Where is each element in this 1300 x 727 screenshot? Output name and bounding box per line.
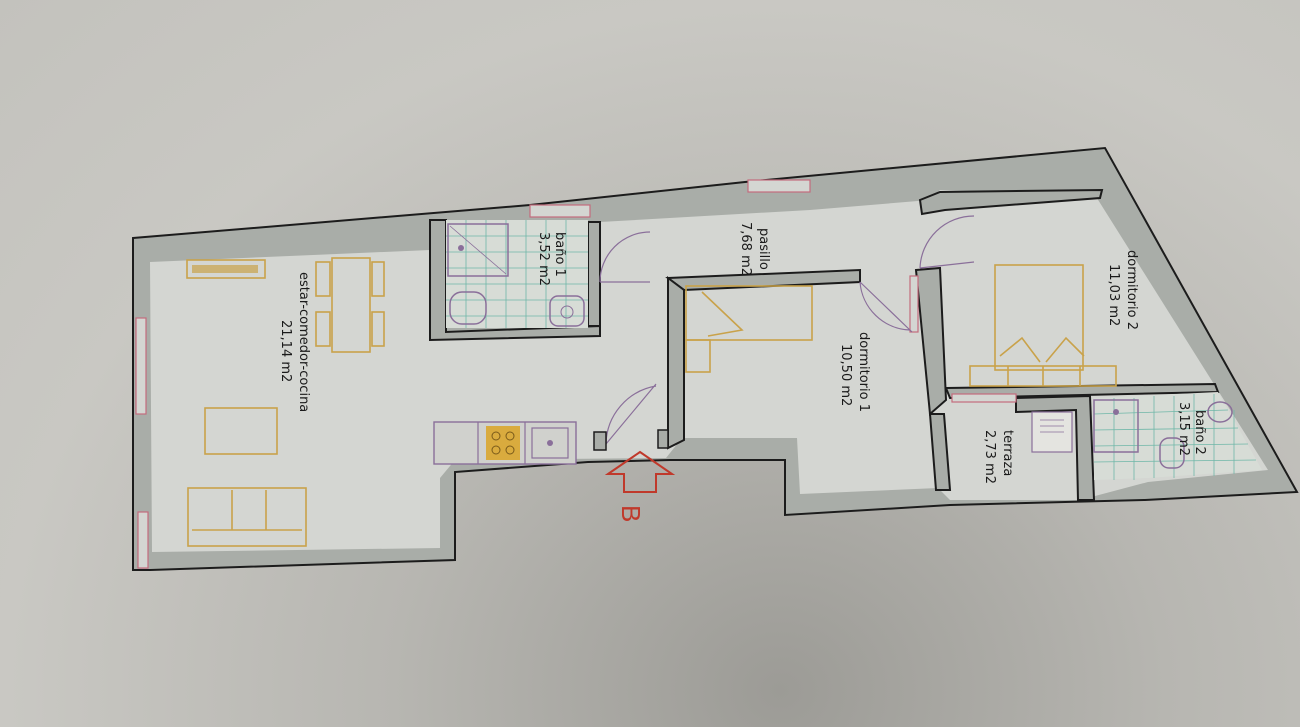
room-area-pasillo: 7,68 m2 [738,222,753,276]
window-terraza [951,393,1017,403]
bano2-tiles [1094,392,1262,480]
doors [593,215,975,451]
door-entry [605,383,657,445]
toilet [449,291,487,325]
chair [315,311,331,347]
dorm2-top-wall [918,188,1104,216]
room-area-bano1: 3,52 m2 [536,232,551,286]
burner [491,431,501,441]
chair [371,261,385,297]
room-name-dorm2: dormitorio 2 [1124,250,1139,330]
window-left-bottom [137,511,149,569]
chair [371,311,385,347]
bano2-tile-grid [1093,394,1257,480]
dorm-partition-wall [914,266,948,417]
kitchen-sink [531,427,569,459]
door-dorm2 [919,215,975,269]
entry-arrow-icon [604,450,676,493]
bed-1 [685,285,813,341]
bed-2-pillow-left [999,336,1041,363]
bano1-right-wall [587,221,601,327]
room-name-pasillo: pasillo [756,228,771,270]
coffee-table [204,407,278,455]
bano2-shower-drain [1113,409,1119,415]
dorm1-left-wall [667,276,685,450]
door-bano1 [599,231,651,283]
shower-diagonal [449,225,507,275]
cooktop [486,426,520,460]
window-top-pasillo [747,179,811,193]
room-name-dorm1: dormitorio 1 [856,332,871,412]
burner [491,445,501,455]
bano2-fixtures [1093,392,1262,480]
shower-drain [458,245,464,251]
chair [315,261,331,297]
door-entry-jamb [657,429,669,449]
entry-letter: B [616,505,646,522]
sofa [187,487,307,547]
bano1-tiles [446,220,588,328]
shower-tray [447,223,509,277]
bano1-tile-grid [446,220,588,328]
dorm1-furniture [685,285,813,373]
burner [505,431,515,441]
bed-1-headboard [685,339,711,373]
bed-2 [994,264,1084,371]
room-area-dorm1: 10,50 m2 [838,344,853,406]
room-name-terraza: terraza [1000,430,1015,476]
dorm2-furniture [969,264,1117,387]
burner [505,445,515,455]
room-name-bano2: baño 2 [1192,410,1207,455]
door-dorm1 [859,281,913,333]
sink-drain [547,440,553,446]
bed-1-fold [701,291,744,337]
room-area-dorm2: 11,03 m2 [1106,264,1121,326]
window-left-top [135,317,147,415]
bano2-washbasin [1207,401,1233,423]
room-name-bano1: baño 1 [552,232,567,277]
window-top-bano1 [529,204,591,218]
bano2-toilet [1159,437,1185,469]
dining-table [331,257,371,353]
washbasin-drain [560,305,574,319]
estar-furniture [186,257,577,547]
windows [135,179,1017,569]
room-area-bano2: 3,15 m2 [1176,402,1191,456]
room-area-terraza: 2,73 m2 [982,430,997,484]
door-entry-jamb [593,431,607,451]
terraza-partition-wall [1015,394,1096,501]
terraza-left-wall [928,413,952,491]
bano2-shower [1093,399,1139,453]
room-labels: estar-comedor-cocina 21,14 m2 baño 1 3,5… [278,222,1207,484]
terraza-fixtures [1031,411,1073,453]
washbasin [549,295,585,327]
bano1-fixtures [446,220,588,328]
bed-2-pillow-right [1045,336,1085,363]
shelf-inner [192,265,258,273]
window-dorm2-side [909,275,919,333]
room-area-estar: 21,14 m2 [278,320,293,382]
shelf [186,259,266,279]
room-name-estar: estar-comedor-cocina [296,272,311,412]
